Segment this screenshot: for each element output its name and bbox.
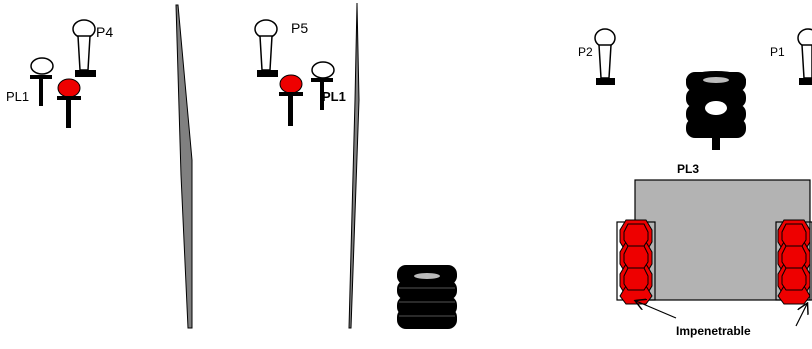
pl1-mid-plate [311,61,335,110]
pl1-mid-label: PL1 [322,89,346,104]
pl3-label: PL3 [677,162,699,176]
p1-shooter [797,28,812,85]
wall-left [175,4,193,329]
wall-middle [348,2,360,329]
pl1-left-label: PL1 [6,89,29,104]
tire-stack-top [686,71,746,150]
p4-shooter [72,19,96,77]
p2-shooter [594,28,616,85]
red-steel-column-left [616,219,656,305]
p5-shooter [254,19,278,77]
pl1-left-plate [30,57,54,106]
impenetrable-arrow-right [795,304,807,327]
impenetrable-label: Impenetrable [676,324,751,338]
tire-stack-bottom [397,265,457,329]
red-steel-column-right [775,219,812,305]
red-popper-mid [279,74,303,126]
p5-label: P5 [291,20,308,36]
impenetrable-arrow-left [636,301,677,319]
p1-label: P1 [770,45,785,59]
red-popper-left [57,78,81,128]
p4-label: P4 [96,24,113,40]
p2-label: P2 [578,45,593,59]
